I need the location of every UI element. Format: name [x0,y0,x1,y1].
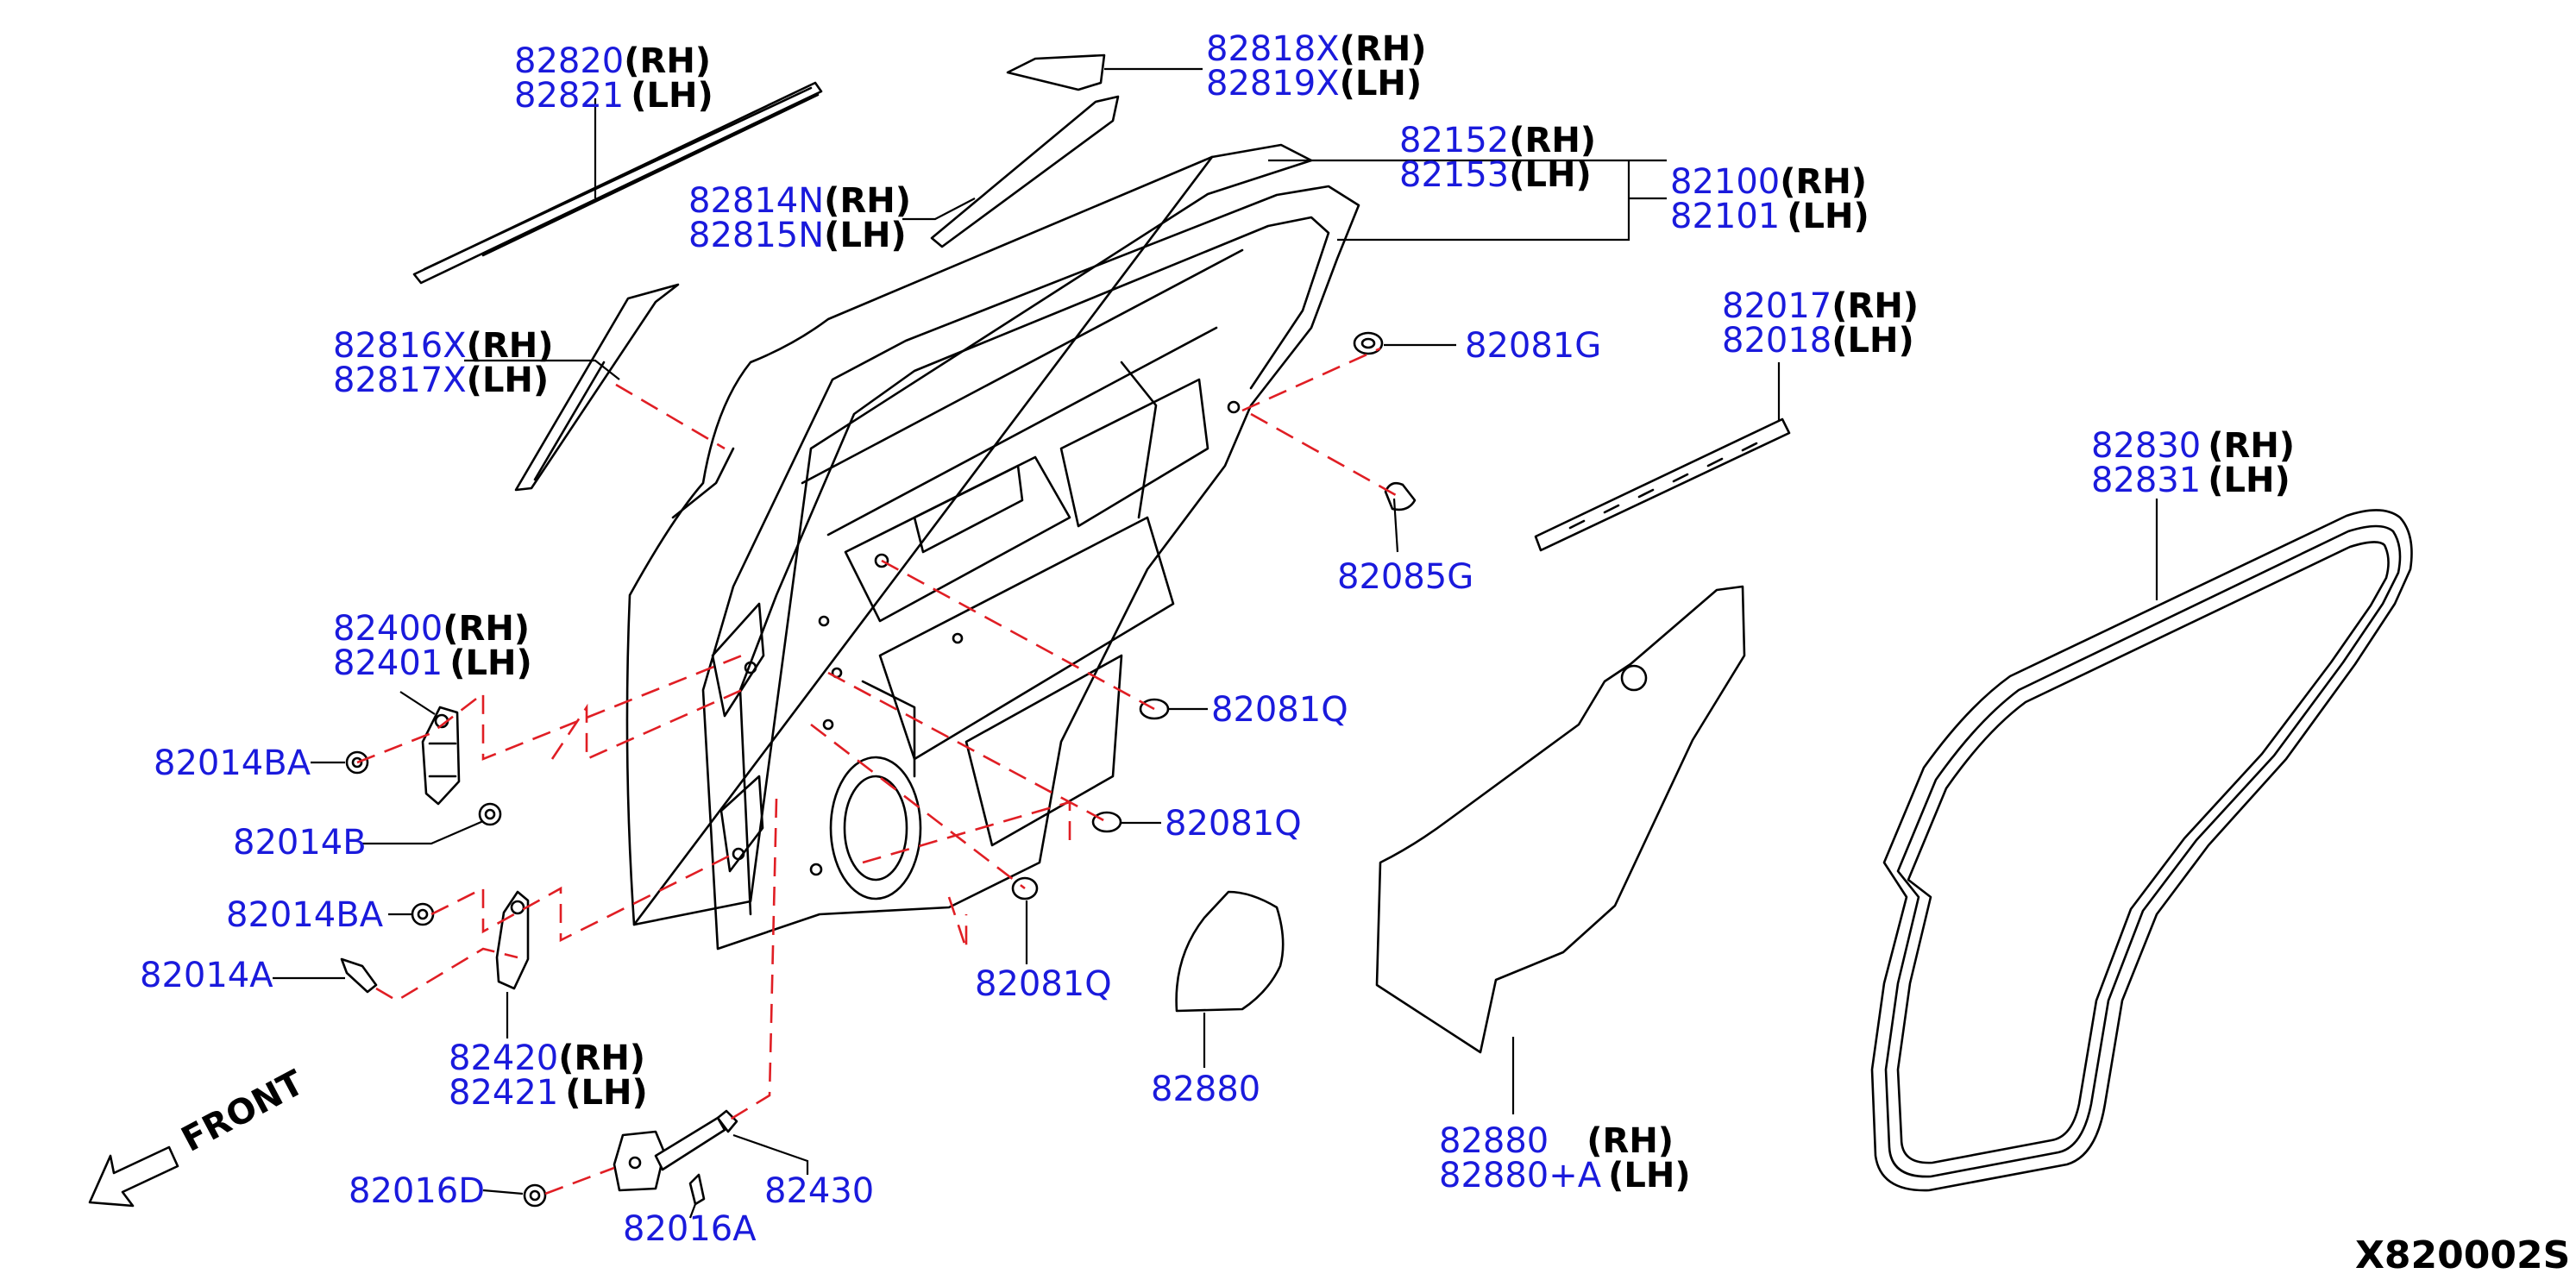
label-82880a-lh: 82880+A(LH) [1439,1156,1691,1195]
upper-hinge [421,706,461,806]
label-82820: 82820(RH) [514,41,711,81]
grommet-82081g [1353,331,1384,355]
front-arrow-icon [88,1145,179,1208]
label-82818x: 82818X(RH) [1206,29,1427,69]
lower-hinge [495,890,530,990]
label-82819x: 82819X(LH) [1206,64,1422,104]
front-sash-tape [514,283,680,492]
label-82401: 82401(LH) [333,643,532,683]
sash-tape-strip [930,95,1120,248]
door-sash-strip [412,81,823,285]
label-82081q-2: 82081Q [1165,804,1302,844]
label-82400: 82400(RH) [333,609,530,649]
label-82421: 82421(LH) [449,1073,648,1113]
label-82081q-3: 82081Q [975,964,1112,1004]
label-82081q-1: 82081Q [1211,690,1348,730]
label-82814n: 82814N(RH) [688,181,911,221]
front-label: FRONT [175,1063,311,1160]
label-82152: 82152(RH) [1399,121,1596,160]
label-82016a: 82016A [623,1209,757,1249]
inner-panel-details [829,361,1209,900]
door-weatherstrip [1870,509,2413,1192]
label-82880-rh: 82880(RH) [1439,1121,1674,1161]
label-82085g: 82085G [1337,557,1473,597]
label-82016d: 82016D [349,1171,485,1211]
label-82430: 82430 [764,1171,874,1211]
nut-82014ba-1 [345,750,369,775]
outer-molding-strip [1534,417,1791,552]
label-82014a: 82014A [140,956,273,995]
label-82014b: 82014B [233,823,367,863]
label-82815n: 82815N(LH) [688,216,907,255]
label-82101: 82101(LH) [1670,197,1869,236]
door-outer-panel [625,143,1313,926]
leader-lines [273,67,2158,1219]
nut-82014ba-2 [411,902,435,926]
door-edge-details [711,400,1241,876]
label-82014ba-2: 82014BA [226,895,384,935]
label-82014ba-1: 82014BA [154,744,311,783]
label-82153: 82153(LH) [1399,155,1592,195]
label-82821: 82821(LH) [514,76,713,116]
small-sealing-screen [1175,890,1285,1013]
label-82830: 82830(RH) [2091,426,2295,466]
label-82817x: 82817X(LH) [333,361,549,400]
part-labels: 82820(RH) 82821(LH) 82818X(RH) 82819X(LH… [140,29,2295,1249]
bolt-82014b [478,802,502,826]
top-tape-piece [1006,53,1106,91]
bolt-82016a [688,1173,706,1206]
check-link-assembly [613,1109,738,1192]
door-inner-frame [701,185,1360,951]
bolt-82016d [523,1183,547,1208]
label-82420: 82420(RH) [449,1038,645,1078]
plug-82081q-2 [1091,811,1122,833]
label-82018: 82018(LH) [1722,321,1914,361]
label-82081g: 82081G [1465,326,1601,366]
label-82880-small: 82880 [1151,1070,1260,1109]
label-82816x: 82816X(RH) [333,326,554,366]
label-82831: 82831(LH) [2091,461,2290,500]
large-sealing-screen [1375,585,1746,1054]
attachment-dash-lines [356,347,1397,1195]
diagram-code: X820002S [2355,1233,2570,1277]
bolt-82014a [340,957,378,994]
label-82017: 82017(RH) [1722,286,1919,326]
label-82100: 82100(RH) [1670,162,1867,202]
plug-82085g [1384,481,1417,511]
